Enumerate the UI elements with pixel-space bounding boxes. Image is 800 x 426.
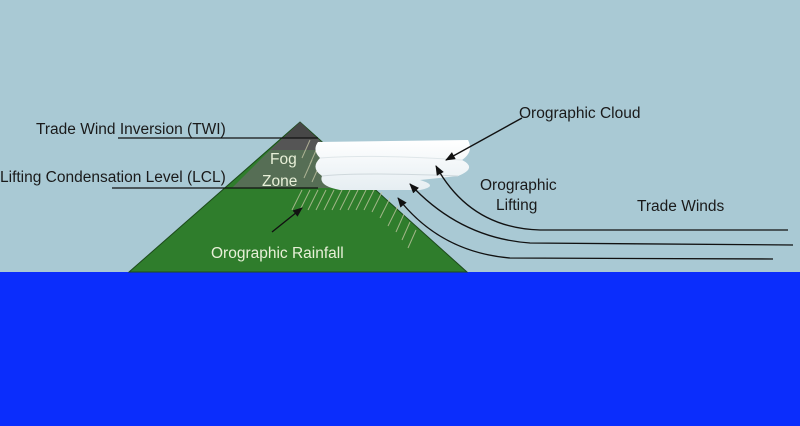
orographic-rainfall-hatching	[291, 139, 417, 249]
mountain-summit	[283, 122, 317, 138]
fog-zone-upper	[270, 138, 330, 150]
rainfall-pointer-arrow	[271, 207, 303, 233]
fog-label-line1: Fog	[270, 151, 297, 168]
ocean	[0, 272, 800, 426]
trade-wind-line-3	[397, 197, 774, 260]
orographic-lifting-label-line1: Orographic	[480, 177, 557, 194]
trade-wind-line-1	[435, 165, 788, 231]
orographic-cloud-label: Orographic Cloud	[519, 105, 640, 122]
trade-winds-label: Trade Winds	[637, 198, 725, 215]
twi-label: Trade Wind Inversion (TWI)	[36, 121, 226, 138]
fog-label-line2: Zone	[262, 173, 297, 190]
trade-wind-line-2	[409, 183, 794, 246]
cloud-pointer-arrow	[445, 117, 523, 161]
orographic-lifting-label-line2: Lifting	[496, 197, 537, 214]
lcl-label: Lifting Condensation Level (LCL)	[0, 169, 226, 186]
orographic-rainfall-label: Orographic Rainfall	[211, 245, 344, 262]
